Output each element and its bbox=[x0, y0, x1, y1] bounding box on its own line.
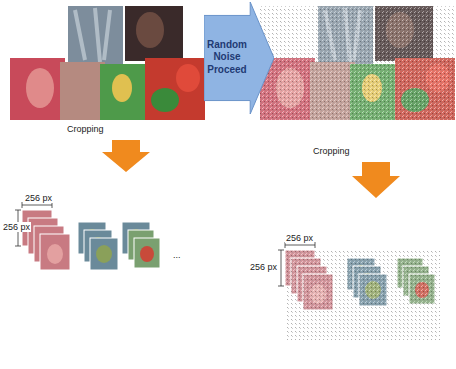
step-label: Cropping bbox=[312, 146, 351, 156]
process-arrow: Random Noise Proceed bbox=[204, 2, 274, 114]
arrow-label: Random Noise Proceed bbox=[204, 39, 250, 77]
dimension-label: 256 px bbox=[285, 233, 314, 243]
ellipsis: ... bbox=[172, 250, 182, 260]
dimension-label: 256 px bbox=[2, 222, 31, 232]
step-label: Cropping bbox=[66, 124, 105, 134]
dimension-label: 256 px bbox=[249, 262, 278, 272]
dimension-label: 256 px bbox=[24, 193, 53, 203]
